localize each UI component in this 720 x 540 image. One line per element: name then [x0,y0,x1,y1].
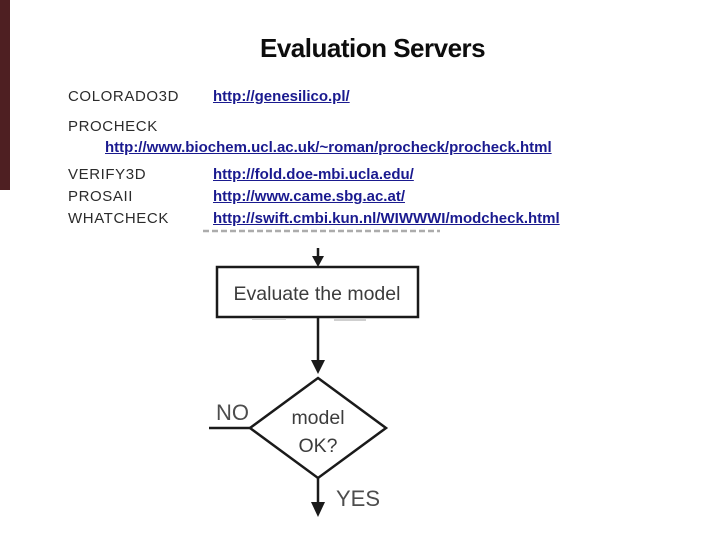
slide-accent-bar [0,0,10,190]
server-link-genesilico[interactable]: http://genesilico.pl/ [213,88,350,105]
decision-label-line1: model [291,407,344,429]
server-name-prosaii: PROSAII [68,188,134,205]
decision-label-line2: OK? [298,435,337,457]
process-box [215,265,420,319]
server-name-whatcheck: WHATCHECK [68,210,169,227]
flow-entry-arrowhead-icon [312,256,324,267]
yes-branch-arrowhead-icon [311,502,325,517]
server-link-procheck[interactable]: http://www.biochem.ucl.ac.uk/~roman/proc… [105,139,552,156]
process-box-label: Evaluate the model [234,283,401,305]
server-name-colorado3d: COLORADO3D [68,88,180,105]
server-link-verify3d[interactable]: http://fold.doe-mbi.ucla.edu/ [213,166,414,183]
yes-branch-label: YES [336,486,380,511]
server-name-procheck: PROCHECK [68,118,158,135]
server-link-whatcheck[interactable]: http://swift.cmbi.kun.nl/WIWWWI/modcheck… [213,210,560,227]
no-branch-label: NO [216,400,249,425]
server-link-prosaii[interactable]: http://www.came.sbg.ac.at/ [213,188,405,205]
server-name-verify3d: VERIFY3D [68,166,147,183]
page-title: Evaluation Servers [260,33,486,63]
flow-connector-arrowhead-icon [311,360,325,374]
